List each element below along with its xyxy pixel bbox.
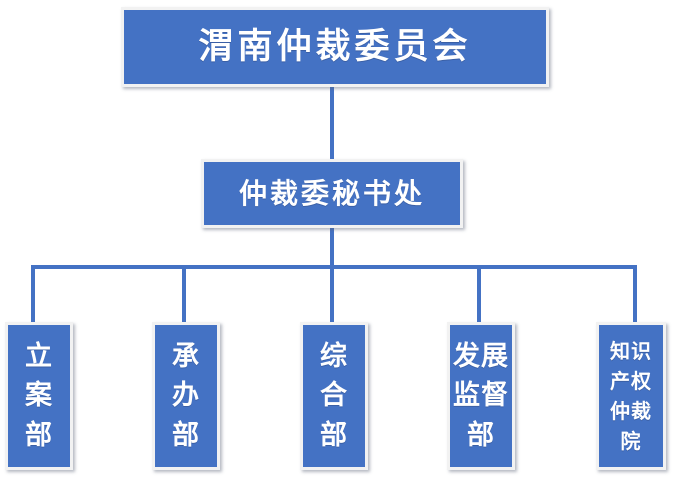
org-node-department-3-label: 综 合 部	[320, 341, 348, 451]
connector-drop-department-2	[182, 265, 186, 323]
connector-drop-department-3	[330, 265, 334, 323]
org-node-department-4[interactable]: 发展 监督 部	[447, 322, 515, 470]
connector-root-to-secretariat	[330, 86, 334, 160]
org-node-department-5[interactable]: 知识 产权 仲裁 院	[596, 322, 666, 470]
connector-drop-department-4	[477, 265, 481, 323]
org-node-root-label: 渭南仲裁委员会	[198, 26, 472, 68]
org-node-department-1-label: 立 案 部	[25, 341, 53, 451]
org-node-department-2[interactable]: 承 办 部	[152, 322, 220, 470]
org-node-root[interactable]: 渭南仲裁委员会	[121, 7, 549, 87]
org-node-secretariat[interactable]: 仲裁委秘书处	[201, 159, 463, 228]
org-node-department-2-label: 承 办 部	[172, 341, 200, 451]
connector-horizontal-bus	[31, 265, 637, 269]
org-node-department-3[interactable]: 综 合 部	[300, 322, 368, 470]
connector-drop-department-5	[633, 265, 637, 323]
connector-drop-department-1	[31, 265, 35, 323]
org-node-department-5-label: 知识 产权 仲裁 院	[610, 339, 652, 453]
org-node-secretariat-label: 仲裁委秘书处	[238, 176, 425, 210]
org-node-department-4-label: 发展 监督 部	[453, 341, 509, 451]
org-node-department-1[interactable]: 立 案 部	[5, 322, 73, 470]
connector-secretariat-to-bus	[330, 227, 334, 267]
